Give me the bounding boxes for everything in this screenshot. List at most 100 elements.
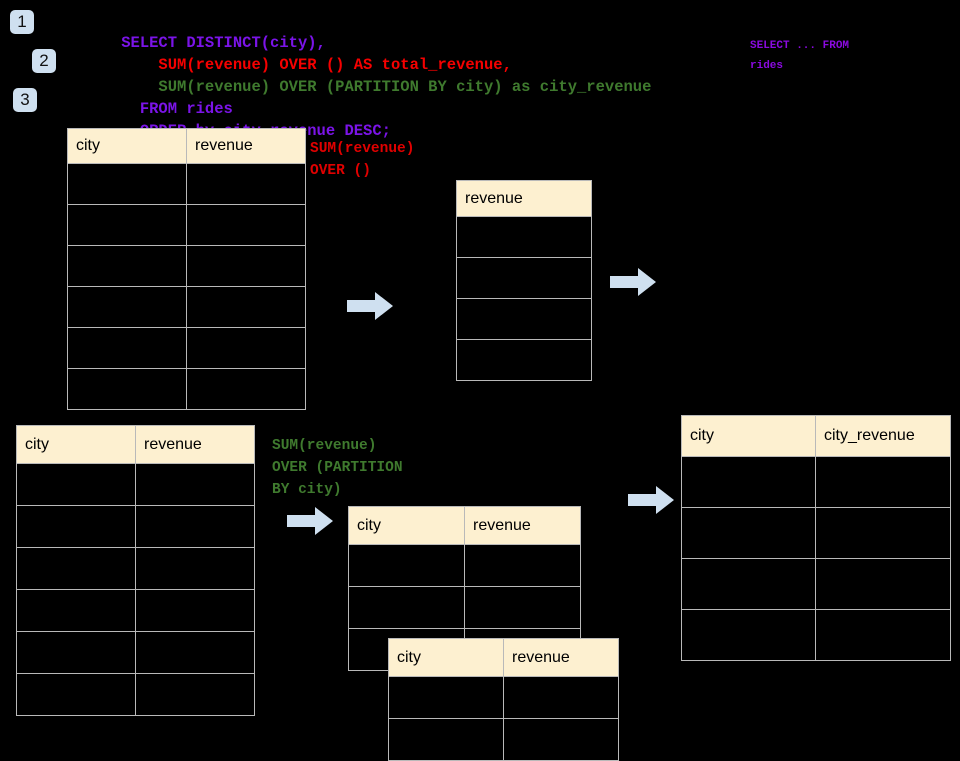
table-cell: [681, 558, 816, 610]
table-row: [67, 204, 306, 246]
table-body: [16, 463, 255, 716]
column-header-city: city: [388, 638, 504, 677]
table-cell: [348, 586, 465, 629]
table-cell: [67, 245, 187, 287]
table-cell: [16, 463, 136, 506]
table-cell: [186, 245, 306, 287]
table-cell: [16, 505, 136, 548]
annotation-total-window-line2: OVER (): [310, 163, 371, 179]
table-header-row: city revenue: [348, 506, 581, 545]
table-row: [456, 339, 592, 381]
column-header-revenue: revenue: [186, 128, 306, 164]
table-source-top: city revenue: [67, 128, 306, 410]
table-cell: [815, 456, 951, 508]
table-cell: [135, 463, 255, 506]
sql-line-city-revenue: SUM(revenue) OVER (PARTITION BY city) as…: [84, 55, 651, 120]
step-badge-3: 3: [13, 88, 37, 112]
table-row: [681, 507, 951, 559]
table-row: [16, 589, 255, 632]
table-row: [348, 586, 581, 629]
table-cell: [815, 609, 951, 661]
table-cell: [815, 507, 951, 559]
sql-line-from: FROM rides: [84, 77, 233, 142]
table-row: [456, 216, 592, 258]
table-cell: [348, 544, 465, 587]
column-header-revenue: revenue: [503, 638, 619, 677]
table-row: [16, 631, 255, 674]
table-row: [67, 163, 306, 205]
table-row: [67, 245, 306, 287]
table-body: [456, 216, 592, 381]
table-cell: [456, 216, 592, 258]
column-header-revenue: revenue: [464, 506, 581, 545]
table-row: [681, 558, 951, 610]
table-cell: [135, 673, 255, 716]
sql-text-total-revenue: SUM(revenue) OVER () AS total_revenue,: [121, 55, 512, 74]
sidenote-rides: rides: [750, 60, 784, 72]
table-cell: [186, 368, 306, 410]
table-body: [388, 676, 619, 761]
sql-line-total-revenue: SUM(revenue) OVER () AS total_revenue,: [84, 33, 512, 98]
annotation-partition-window-line1: SUM(revenue): [272, 438, 377, 454]
table-row: [16, 673, 255, 716]
step-badge-1: 1: [10, 10, 34, 34]
arrow-total-to-result: [610, 268, 656, 296]
table-cell: [456, 339, 592, 381]
table-total-revenue: revenue: [456, 180, 592, 381]
table-row: [456, 257, 592, 299]
table-cell: [67, 163, 187, 205]
table-body: [67, 163, 306, 410]
sql-line-select: SELECT DISTINCT(city),: [84, 11, 326, 76]
table-partition-group-b: city revenue: [388, 638, 619, 761]
table-row: [16, 463, 255, 506]
table-cell: [135, 589, 255, 632]
table-cell: [67, 327, 187, 369]
table-cell: [186, 286, 306, 328]
sidenote-select-from: SELECT ... FROM: [750, 40, 850, 52]
table-row: [348, 544, 581, 587]
column-header-city-revenue: city_revenue: [815, 415, 951, 457]
table-cell: [815, 558, 951, 610]
arrow-partition-to-result: [628, 486, 674, 514]
sql-text-from: FROM rides: [121, 99, 233, 118]
table-cell: [67, 368, 187, 410]
table-cell: [456, 298, 592, 340]
sql-text-select: SELECT DISTINCT(city),: [121, 33, 326, 52]
table-cell: [681, 609, 816, 661]
table-row: [456, 298, 592, 340]
table-source-bottom: city revenue: [16, 425, 255, 716]
annotation-partition-window-line3: BY city): [272, 482, 342, 498]
table-result: city city_revenue: [681, 415, 951, 661]
table-cell: [464, 544, 581, 587]
table-cell: [464, 586, 581, 629]
table-cell: [681, 456, 816, 508]
column-header-city: city: [67, 128, 187, 164]
table-cell: [186, 204, 306, 246]
arrow-source-to-total: [347, 292, 393, 320]
column-header-city: city: [681, 415, 816, 457]
table-row: [388, 676, 619, 719]
sql-text-city-revenue: SUM(revenue) OVER (PARTITION BY city) as…: [121, 77, 652, 96]
table-body: [681, 456, 951, 661]
table-cell: [186, 327, 306, 369]
table-row: [16, 547, 255, 590]
table-cell: [16, 631, 136, 674]
table-cell: [456, 257, 592, 299]
table-cell: [135, 631, 255, 674]
column-header-city: city: [348, 506, 465, 545]
table-row: [16, 505, 255, 548]
table-row: [67, 327, 306, 369]
table-partition-group-a: city revenue: [348, 506, 581, 671]
table-cell: [186, 163, 306, 205]
table-header-row: city revenue: [67, 128, 306, 164]
table-cell: [388, 718, 504, 761]
table-row: [67, 286, 306, 328]
table-header-row: city revenue: [16, 425, 255, 464]
table-header-row: revenue: [456, 180, 592, 217]
table-cell: [503, 718, 619, 761]
table-row: [681, 456, 951, 508]
table-row: [67, 368, 306, 410]
column-header-city: city: [16, 425, 136, 464]
table-row: [681, 609, 951, 661]
annotation-partition-window-line2: OVER (PARTITION: [272, 460, 403, 476]
